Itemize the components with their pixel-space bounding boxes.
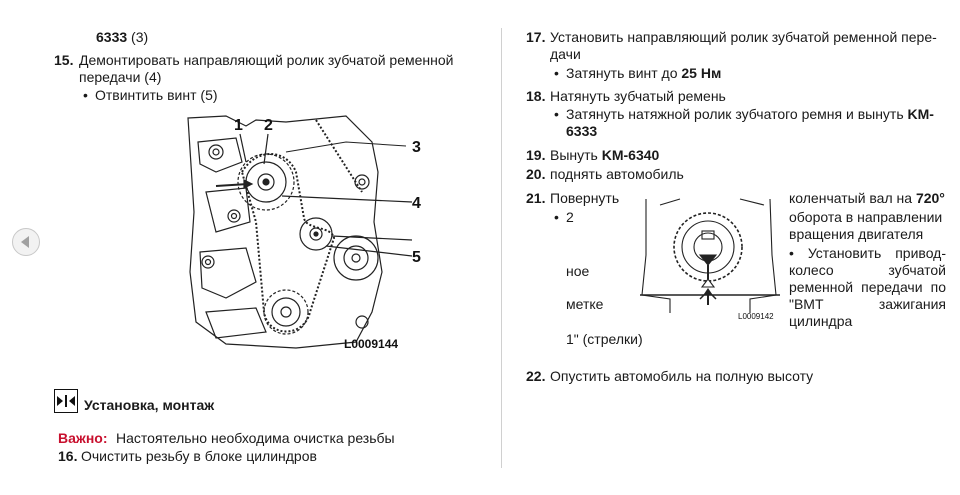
section-title: Установка, монтаж: [84, 397, 215, 413]
figure1-code: L0009144: [344, 337, 398, 351]
step22-text: Опустить автомобиль на полную высоту: [550, 368, 814, 384]
important-label: Важно:: [58, 430, 108, 446]
step21-bullet: 2: [554, 209, 573, 226]
step21-right-line2: оборота в направлении: [789, 209, 943, 225]
step18-text: Натянуть зубчатый ремень: [550, 88, 726, 104]
step21-right-line3: вращения двигателя: [789, 226, 924, 242]
callout-1: 1: [234, 117, 243, 134]
step21-right-line1: коленчатый вал на 720°: [789, 190, 945, 206]
step21-fragment-3: 1" (стрелки): [566, 331, 643, 347]
step16-text: Очистить резьбу в блоке цилиндров: [81, 448, 317, 464]
figure2-code: L0009142: [738, 312, 774, 321]
step17-number: 17.: [526, 29, 546, 45]
step18-bullet-line1: Затянуть натяжной ролик зубчатого ремня …: [554, 106, 934, 123]
column-divider: [501, 28, 502, 468]
callout-2: 2: [264, 117, 273, 134]
step18-bullet-line2: 6333: [566, 123, 598, 139]
step15-text-line2: передачи (4): [79, 69, 162, 85]
step17-bullet: Затянуть винт до 25 Нм: [554, 65, 721, 82]
step21-text: Повернуть: [550, 190, 620, 206]
step20-number: 20.: [526, 166, 546, 182]
step15-number: 15.: [54, 52, 74, 68]
callout-3: 3: [412, 139, 421, 156]
previous-page-button[interactable]: [12, 228, 40, 256]
step21-number: 21.: [526, 190, 546, 206]
step17-text-line2: дачи: [550, 46, 581, 62]
arrows-inward-icon: [54, 389, 78, 413]
step14-continuation: 6333 (3): [96, 29, 149, 45]
step20-text: поднять автомобиль: [550, 166, 684, 182]
step16-number: 16.: [58, 448, 78, 464]
step21-right-bullet: • Установить привод-колесо зубчатой реме…: [789, 245, 946, 329]
callout-4: 4: [412, 195, 421, 212]
timing-belt-diagram: 1 2 3 4 5 L0009144: [186, 112, 432, 356]
step18-number: 18.: [526, 88, 546, 104]
step19-number: 19.: [526, 147, 546, 163]
step15-text-line1: Демонтировать направляющий ролик зубчато…: [79, 52, 454, 68]
step19-text: Вынуть KM-6340: [550, 147, 660, 163]
step17-text-line1: Установить направляющий ролик зубчатой р…: [550, 29, 937, 45]
callout-5: 5: [412, 249, 421, 266]
step21-fragment-1: ное: [566, 263, 590, 279]
step22-number: 22.: [526, 368, 546, 384]
step15-bullet: Отвинтить винт (5): [83, 87, 217, 104]
crankshaft-sprocket-diagram: L0009142: [640, 195, 780, 325]
important-text: Настоятельно необходима очистка резьбы: [116, 430, 395, 446]
step21-fragment-2: метке: [566, 296, 604, 312]
